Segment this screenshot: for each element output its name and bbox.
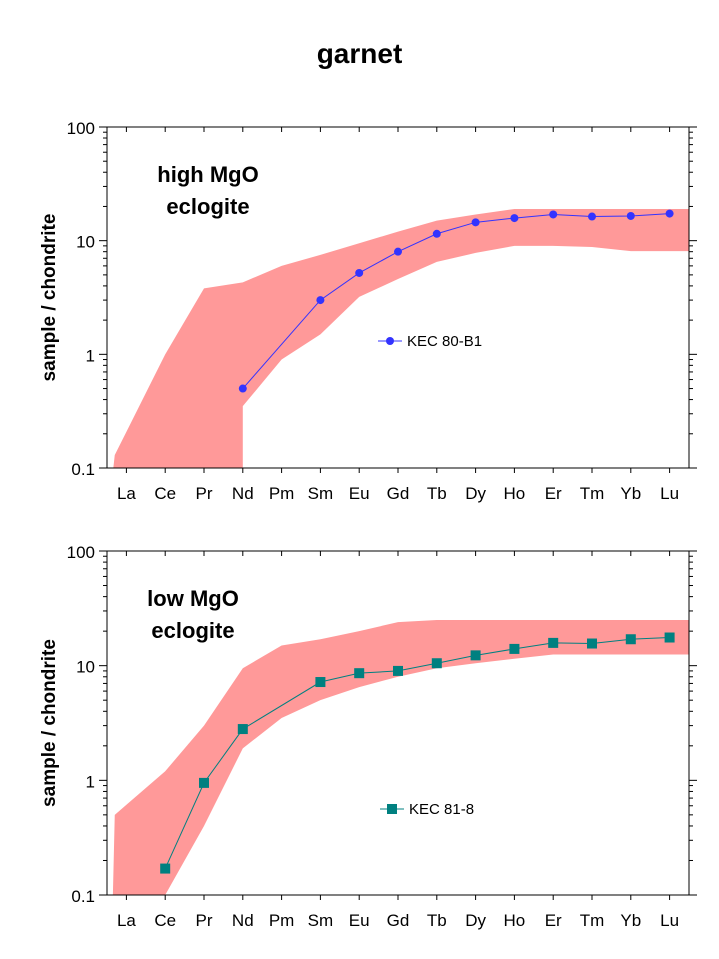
data-point	[510, 214, 519, 223]
x-tick-label: Nd	[232, 911, 254, 930]
data-point	[393, 665, 403, 676]
data-point	[354, 668, 365, 679]
x-tick-label: Ce	[154, 911, 176, 930]
x-tick-label: Pm	[269, 484, 295, 503]
y-tick-label: 10	[76, 658, 95, 677]
legend-label: KEC 81-8	[409, 801, 474, 818]
data-point	[626, 211, 635, 220]
x-tick-label: Eu	[349, 484, 370, 503]
range-band	[113, 208, 689, 468]
x-tick-label: Nd	[232, 484, 254, 503]
data-point	[431, 658, 442, 669]
data-point	[316, 296, 325, 305]
x-tick-label: Tb	[427, 484, 447, 503]
x-tick-label: Pm	[269, 911, 295, 930]
page-title: garnet	[316, 38, 403, 69]
data-point	[549, 210, 558, 219]
data-point	[160, 863, 171, 874]
data-point	[509, 643, 520, 654]
y-tick-label: 1	[86, 772, 95, 791]
x-tick-label: Pr	[196, 484, 213, 503]
x-tick-label: Yb	[620, 911, 641, 930]
x-tick-label: Eu	[349, 911, 370, 930]
data-point	[664, 632, 675, 643]
legend-label: KEC 80-B1	[407, 333, 482, 350]
data-point	[471, 218, 480, 227]
y-tick-label: 0.1	[71, 460, 95, 479]
x-tick-label: Sm	[308, 911, 334, 930]
x-tick-label: Ho	[504, 911, 526, 930]
annotation-label: high MgO	[157, 162, 258, 187]
x-tick-label: La	[117, 911, 136, 930]
x-tick-label: Ce	[154, 484, 176, 503]
x-tick-label: Yb	[620, 484, 641, 503]
y-tick-label: 1	[86, 346, 95, 365]
annotation-label: eclogite	[166, 194, 249, 219]
x-tick-label: Ho	[504, 484, 526, 503]
x-tick-label: Tm	[580, 484, 605, 503]
x-tick-label: Pr	[196, 911, 213, 930]
data-point	[355, 268, 364, 277]
x-tick-label: Tb	[427, 911, 447, 930]
x-tick-label: Gd	[387, 911, 410, 930]
x-tick-label: Dy	[465, 484, 486, 503]
data-point	[470, 650, 481, 661]
data-point	[394, 247, 402, 256]
x-tick-label: Lu	[660, 911, 679, 930]
annotation-label: eclogite	[151, 618, 234, 643]
x-tick-label: Gd	[387, 484, 410, 503]
legend-marker	[386, 337, 394, 345]
annotation-label: low MgO	[147, 586, 239, 611]
y-axis-label: sample / chondrite	[39, 214, 60, 382]
data-point	[588, 212, 596, 221]
x-tick-label: La	[117, 484, 136, 503]
legend-marker	[387, 804, 397, 814]
data-point	[237, 724, 248, 735]
x-tick-label: Sm	[308, 484, 334, 503]
x-tick-label: Tm	[580, 911, 605, 930]
x-tick-label: Dy	[465, 911, 486, 930]
y-tick-label: 10	[76, 233, 95, 252]
data-point	[199, 777, 209, 788]
data-point	[587, 638, 597, 649]
data-point	[432, 229, 441, 238]
x-tick-label: Er	[545, 484, 562, 503]
x-tick-label: Er	[545, 911, 562, 930]
y-axis-label: sample / chondrite	[39, 639, 60, 807]
data-point	[548, 637, 559, 648]
x-tick-label: Lu	[660, 484, 679, 503]
data-point	[625, 634, 636, 645]
data-point	[665, 209, 674, 218]
y-tick-label: 100	[67, 543, 95, 562]
y-tick-label: 0.1	[71, 887, 95, 906]
y-tick-label: 100	[67, 119, 95, 138]
data-point	[315, 677, 326, 688]
data-point	[238, 384, 247, 393]
range-band	[112, 620, 689, 895]
